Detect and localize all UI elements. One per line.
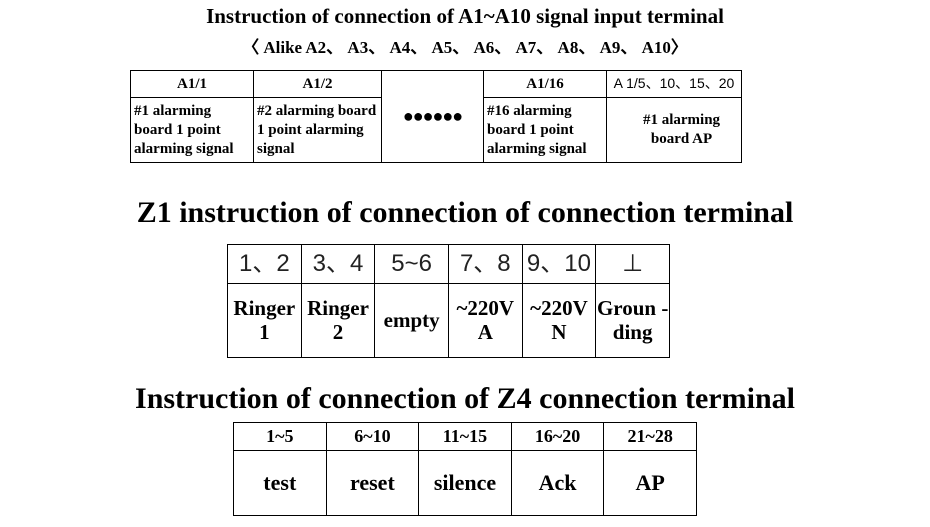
table-cell: ~220V A <box>447 283 523 358</box>
table-cell: AP <box>603 450 697 516</box>
table-cell: Ringer 2 <box>300 283 376 358</box>
table-cell: #2 alarming board 1 point alarming signa… <box>253 97 382 163</box>
z4-terminal-table: 1~5 6~10 11~15 16~20 21~28 test reset si… <box>233 422 697 516</box>
section3-title: Instruction of connection of Z4 connecti… <box>135 382 795 415</box>
table-cell: #1 alarming board 1 point alarming signa… <box>130 97 254 163</box>
a-terminal-table: A1/1 A1/2 ●●●●●● A1/16 A 1/5、10、15、20 #1… <box>130 70 742 163</box>
ground-symbol-cell: ⊥ <box>595 244 670 284</box>
header-cell: 5~6 <box>374 244 449 284</box>
table-cell: empty <box>374 283 449 358</box>
table-cell: ~220V N <box>521 283 597 358</box>
table-cell: test <box>233 450 327 516</box>
header-cell: 3、4 <box>300 244 376 284</box>
header-cell: 7、8 <box>447 244 523 284</box>
table-cell: Groun -ding <box>595 283 670 358</box>
table-cell: reset <box>325 450 420 516</box>
header-cell: A 1/5、10、15、20 <box>606 70 742 98</box>
header-cell: 1、2 <box>227 244 302 284</box>
header-cell: 16~20 <box>510 422 605 451</box>
table-cell: #1 alarming board AP <box>606 97 742 163</box>
header-cell: 11~15 <box>418 422 512 451</box>
table-cell: silence <box>418 450 512 516</box>
table-cell: Ack <box>510 450 605 516</box>
header-cell: 6~10 <box>325 422 420 451</box>
z1-terminal-table: 1、2 3、4 5~6 7、8 9、10 ⊥ Ringer 1 Ringer 2… <box>227 244 670 358</box>
section1-title: Instruction of connection of A1~A10 sign… <box>206 4 724 28</box>
header-cell: 21~28 <box>603 422 697 451</box>
ellipsis-dots: ●●●●●● <box>381 70 484 163</box>
table-cell: Ringer 1 <box>227 283 302 358</box>
table-cell: #16 alarming board 1 point alarming sign… <box>483 97 607 163</box>
header-cell: 9、10 <box>521 244 597 284</box>
header-cell: A1/1 <box>130 70 254 98</box>
section1-subtitle: 〈 Alike A2、 A3、 A4、 A5、 A6、 A7、 A8、 A9、 … <box>242 38 688 57</box>
header-cell: 1~5 <box>233 422 327 451</box>
header-cell: A1/2 <box>253 70 382 98</box>
section2-title: Z1 instruction of connection of connecti… <box>136 196 794 229</box>
header-cell: A1/16 <box>483 70 607 98</box>
